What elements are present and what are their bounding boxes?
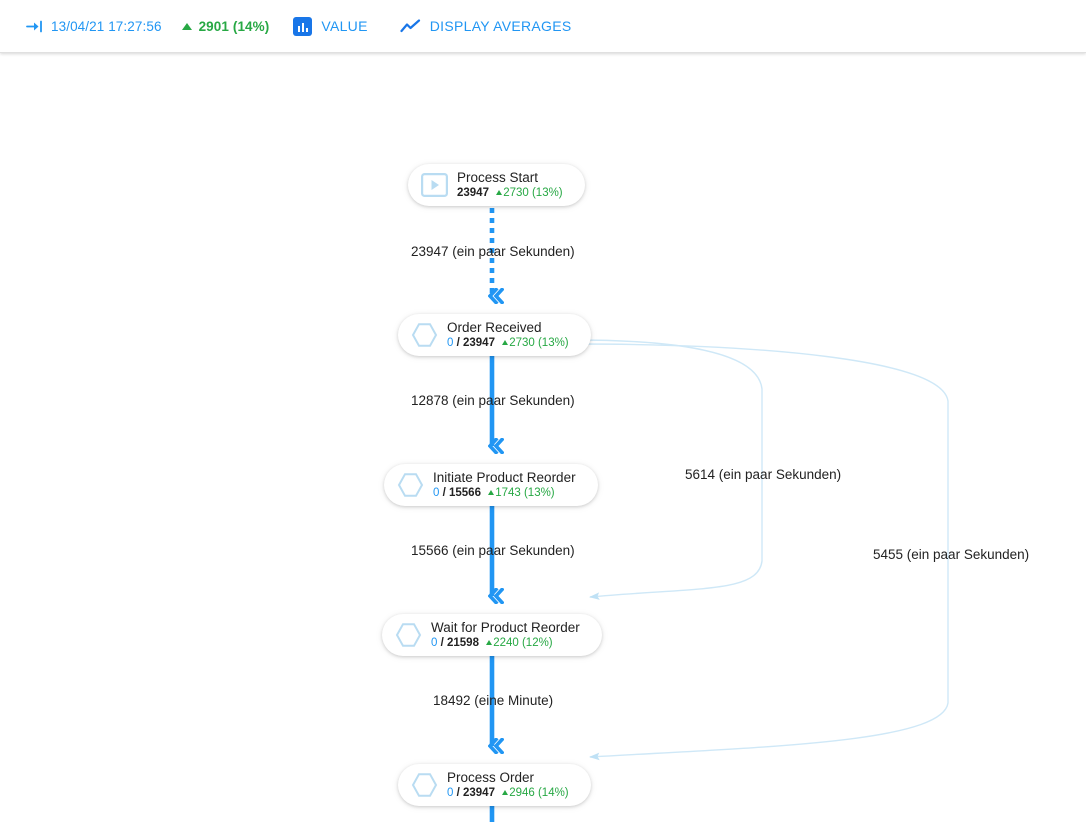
delta-indicator[interactable]: 2901 (14%) [181,0,270,52]
node-stats: 23947 2730 (13%) [457,187,563,201]
edge-label-wait-for-product-reorder-to-process-order: 18492 (eine Minute) [433,693,554,708]
edge-label-order-received-to-process-order: 5455 (ein paar Sekunden) [873,547,1030,562]
hexagon-icon [396,471,424,499]
node-title: Process Start [457,169,539,185]
node-title: Wait for Product Reorder [431,619,580,635]
edge-order-received-to-wait-for-product-reorder-curve [573,339,763,600]
node-total: / 21598 [440,636,479,649]
value-button[interactable]: VALUE [293,0,367,52]
node-active: 0 [433,486,440,499]
trending-line-icon [400,18,421,34]
node-active: 0 [431,636,438,649]
display-averages-label: DISPLAY AVERAGES [429,18,572,34]
edge-order-received-to-process-order-curve [573,343,949,761]
node-total: 23947 [457,186,489,199]
node-delta: 2240 (12%) [486,637,553,649]
value-label: VALUE [321,18,368,34]
node-stats: 0 / 23947 2730 (13%) [447,337,569,351]
toolbar: 13/04/21 17:27:56 2901 (14%) VALUE DISPL… [0,0,1086,53]
node-stats: 0 / 23947 2946 (14%) [447,787,569,801]
node-total: / 23947 [456,786,495,799]
hexagon-icon [410,771,438,799]
arrow-into-line-icon [26,20,43,33]
node-stats: 0 / 15566 1743 (13%) [433,487,576,501]
node-process-start[interactable]: Process Start 23947 2730 (13%) [408,164,585,206]
node-delta: 2946 (14%) [502,787,569,799]
edge-label-order-received-to-wait-for-product-reorder: 5614 (ein paar Sekunden) [685,467,842,482]
node-title: Order Received [447,319,542,335]
delta-label: 2901 (14%) [198,18,270,34]
node-order-received[interactable]: Order Received 0 / 23947 2730 (13%) [398,314,591,356]
play-button-icon [420,171,448,199]
node-active: 0 [447,786,454,799]
display-averages-button[interactable]: DISPLAY AVERAGES [400,0,572,52]
node-active: 0 [447,336,454,349]
timestamp-filter[interactable]: 13/04/21 17:27:56 [26,0,162,52]
edge-label-process-start-to-order-received: 23947 (ein paar Sekunden) [411,244,575,259]
process-flow-canvas[interactable]: Process Start 23947 2730 (13%) Order Rec… [0,53,1086,822]
node-total: / 23947 [456,336,495,349]
timestamp-label: 13/04/21 17:27:56 [51,18,162,34]
node-delta: 2730 (13%) [496,187,563,199]
node-delta: 1743 (13%) [488,487,555,499]
node-title: Initiate Product Reorder [433,469,576,485]
node-process-order[interactable]: Process Order 0 / 23947 2946 (14%) [398,764,591,806]
node-title: Process Order [447,769,535,785]
node-stats: 0 / 21598 2240 (12%) [431,637,580,651]
edge-layer [0,198,949,822]
hexagon-icon [394,621,422,649]
bar-chart-badge-icon [293,16,313,36]
edge-label-order-received-to-initiate-product-reorder: 12878 (ein paar Sekunden) [411,393,575,408]
hexagon-icon [410,321,438,349]
edge-label-initiate-product-reorder-to-wait-for-product-reorder: 15566 (ein paar Sekunden) [411,543,575,558]
triangle-up-icon [181,22,192,30]
node-initiate-product-reorder[interactable]: Initiate Product Reorder 0 / 15566 1743 … [384,464,598,506]
node-wait-for-product-reorder[interactable]: Wait for Product Reorder 0 / 21598 2240 … [382,614,602,656]
node-delta: 2730 (13%) [502,337,569,349]
node-total: / 15566 [442,486,481,499]
